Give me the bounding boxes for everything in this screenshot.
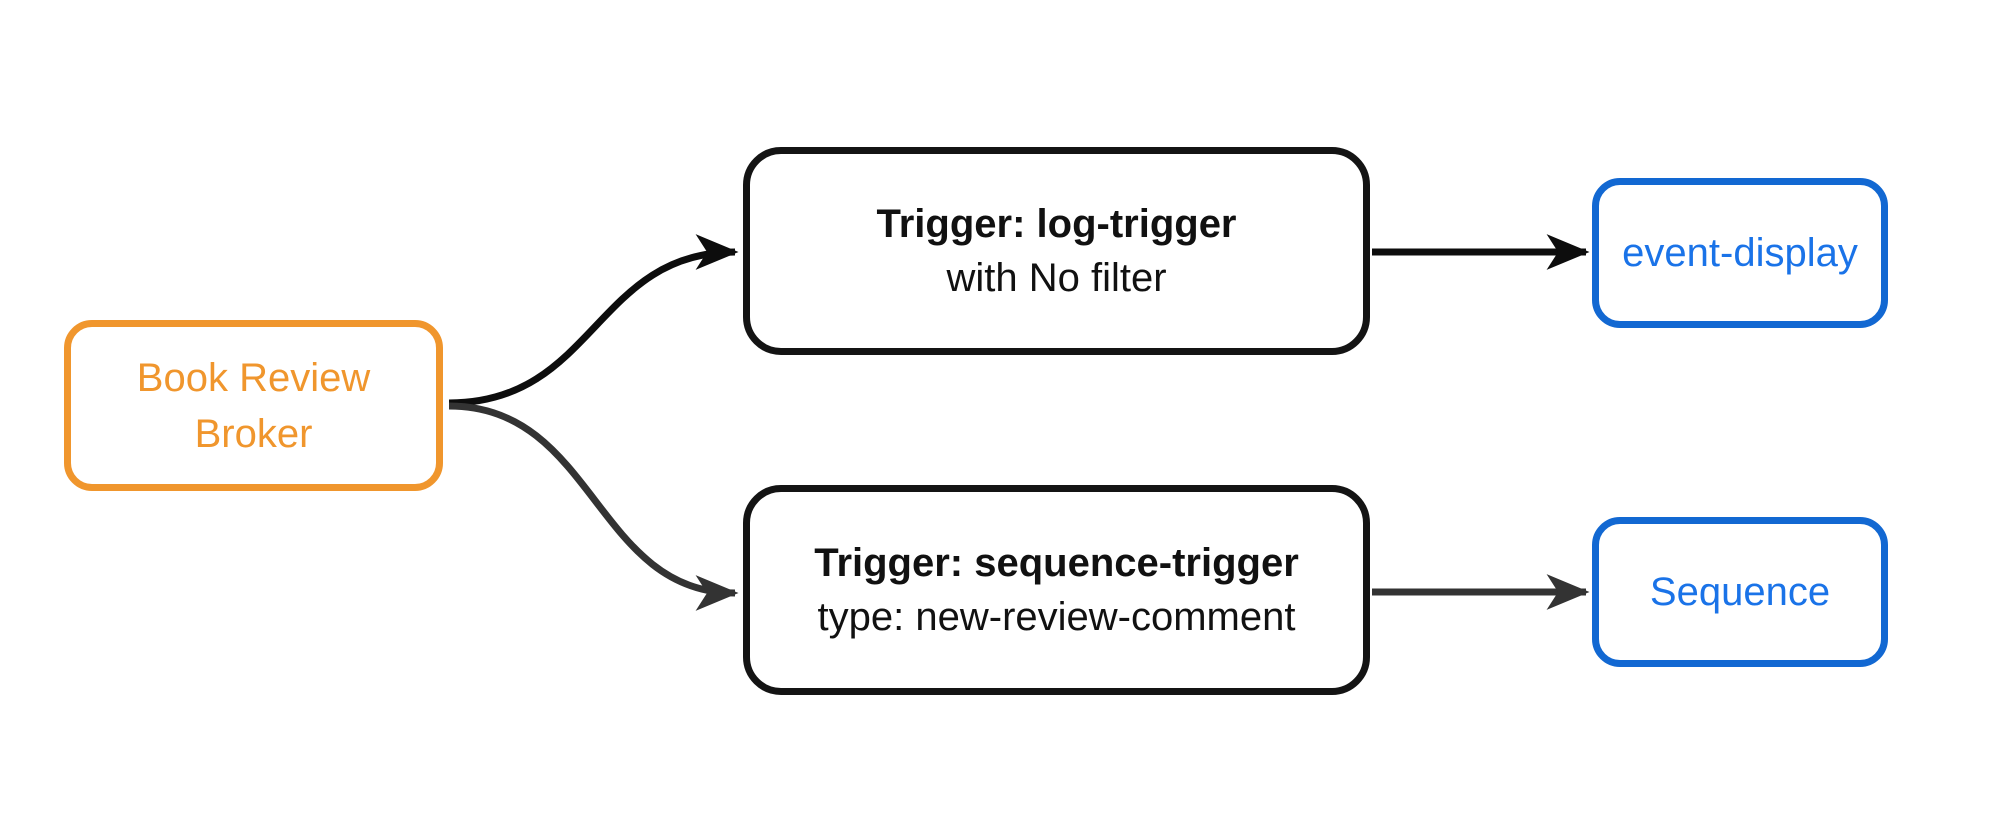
node-trigger-log-title: Trigger: log-trigger (876, 202, 1237, 246)
node-sequence: Sequence (1592, 517, 1888, 667)
node-trigger-log-subtitle: with No filter (946, 256, 1167, 300)
node-trigger-log: Trigger: log-trigger with No filter (743, 147, 1370, 355)
node-trigger-sequence-title: Trigger: sequence-trigger (814, 541, 1299, 585)
node-event-display: event-display (1592, 178, 1888, 328)
node-sequence-label: Sequence (1649, 570, 1831, 614)
edge-broker-to-log-trigger (448, 234, 739, 407)
edge-broker-to-sequence-trigger (448, 402, 739, 611)
node-event-display-label: event-display (1622, 231, 1858, 275)
node-book-review-broker: Book Review Broker (64, 320, 443, 491)
node-book-review-broker-label: Book Review Broker (136, 355, 371, 456)
node-trigger-sequence: Trigger: sequence-trigger type: new-revi… (743, 485, 1370, 695)
node-trigger-sequence-subtitle: type: new-review-comment (817, 595, 1296, 639)
